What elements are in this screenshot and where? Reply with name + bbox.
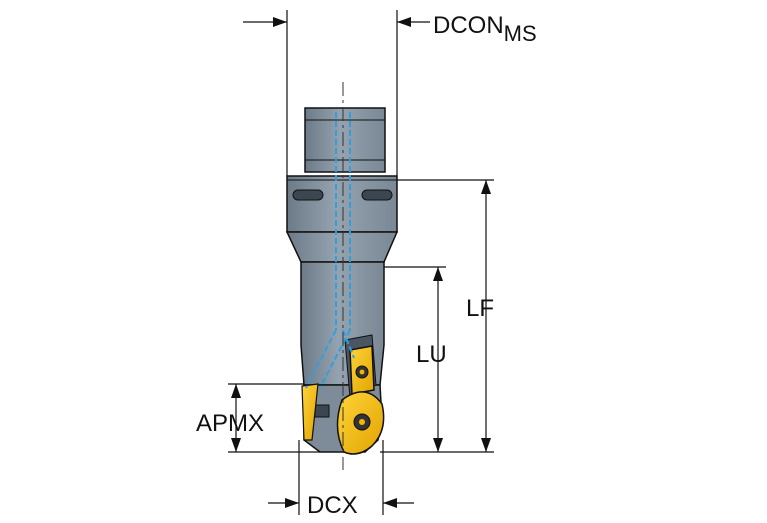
label-apmx: APMX bbox=[196, 410, 264, 437]
label-dcx: DCX bbox=[307, 492, 358, 519]
slot-right bbox=[361, 189, 393, 201]
label-dcon-subscript: MS bbox=[504, 21, 537, 46]
collar bbox=[286, 175, 398, 233]
slot-left bbox=[292, 189, 324, 201]
screw-hole bbox=[314, 404, 330, 418]
dimension-lines bbox=[228, 10, 494, 515]
label-lf: LF bbox=[466, 295, 494, 322]
coolant-channel bbox=[305, 112, 355, 389]
insert-left-edge bbox=[301, 383, 319, 441]
inserts bbox=[301, 345, 385, 455]
label-lu: LU bbox=[416, 341, 447, 368]
label-dcon: DCONMS bbox=[433, 12, 537, 46]
taper bbox=[285, 231, 399, 263]
shank-top bbox=[304, 107, 386, 173]
